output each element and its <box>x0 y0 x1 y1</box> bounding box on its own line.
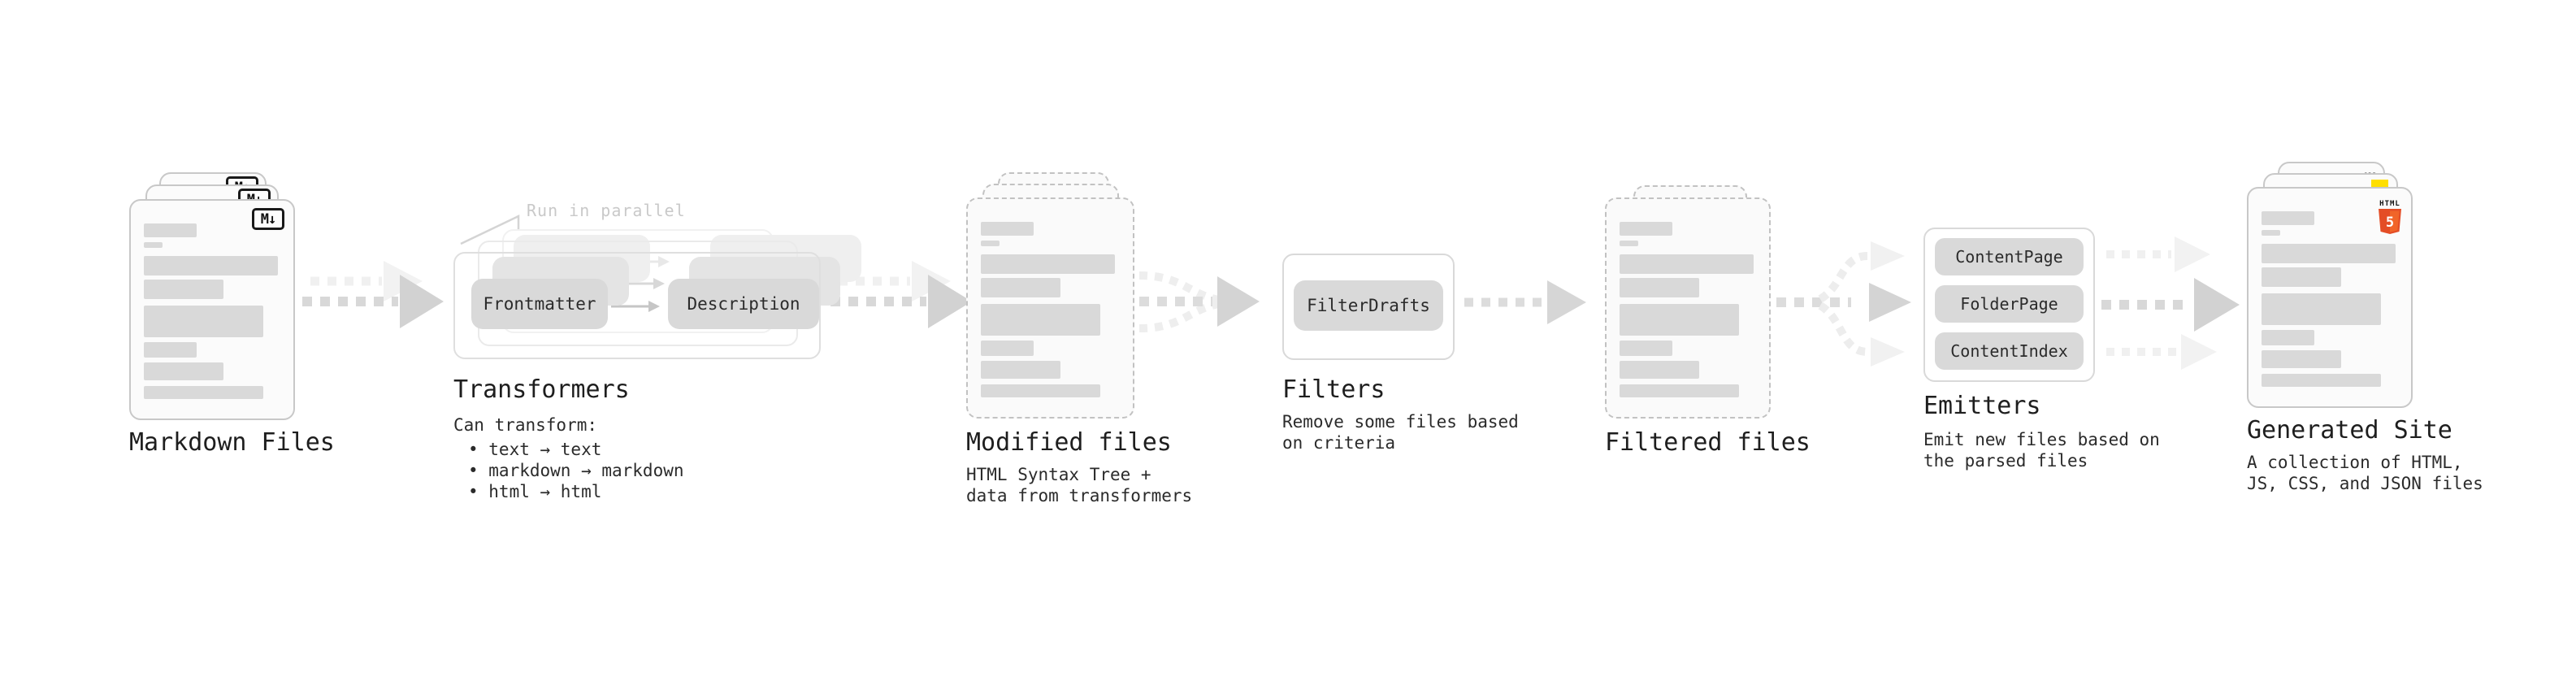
transformer-node-frontmatter: Frontmatter <box>471 279 608 329</box>
modified-files-subtitle-line1: HTML Syntax Tree + <box>966 465 1151 484</box>
content-placeholder-bar <box>2262 230 2280 236</box>
arrow-markdown-to-transformers <box>302 261 444 328</box>
filter-node-filterdrafts: FilterDrafts <box>1294 280 1443 331</box>
transformers-bullet: • markdown → markdown <box>468 461 684 480</box>
content-placeholder-bar <box>2262 374 2381 387</box>
content-placeholder-bar <box>2262 244 2396 263</box>
content-placeholder-bar <box>144 242 163 248</box>
transformer-node-description: Description <box>668 279 819 329</box>
stage-label-generated-site: Generated Site <box>2247 416 2452 445</box>
svg-text:5: 5 <box>2386 215 2394 231</box>
modified-file-card <box>966 197 1134 419</box>
content-placeholder-bar <box>981 222 1034 236</box>
transformers-intro: Can transform: <box>453 415 598 435</box>
emitter-node-contentindex: ContentIndex <box>1935 332 2084 370</box>
arrow-filtered-to-emitters-diverge <box>1776 241 1911 367</box>
content-placeholder-bar <box>981 254 1115 274</box>
content-placeholder-bar <box>1620 222 1672 236</box>
transformers-bullet: • text → text <box>468 440 602 459</box>
markdown-icon: M↓ <box>252 208 284 230</box>
stage-label-filters: Filters <box>1282 375 1386 404</box>
stage-label-emitters: Emitters <box>1923 392 2041 420</box>
content-placeholder-bar <box>2262 293 2381 325</box>
content-placeholder-bar <box>981 361 1060 379</box>
emitter-node-contentpage: ContentPage <box>1935 238 2084 275</box>
content-placeholder-bar <box>144 362 223 380</box>
filtered-file-card <box>1605 197 1771 419</box>
stage-label-transformers: Transformers <box>453 375 630 404</box>
run-in-parallel-annotation: Run in parallel <box>527 201 686 220</box>
content-placeholder-bar <box>144 280 223 299</box>
content-placeholder-bar <box>981 278 1060 297</box>
content-placeholder-bar <box>1620 340 1672 356</box>
content-placeholder-bar <box>981 241 1000 246</box>
content-placeholder-bar <box>144 256 278 275</box>
content-placeholder-bar <box>1620 278 1699 297</box>
content-placeholder-bar <box>2262 267 2341 287</box>
content-placeholder-bar <box>2262 211 2314 225</box>
content-placeholder-bar <box>144 386 263 399</box>
html5-icon: HTML 5 <box>2378 193 2402 234</box>
emitters-subtitle-line2: the parsed files <box>1923 451 2088 471</box>
content-placeholder-bar <box>144 223 197 237</box>
stage-label-modified-files: Modified files <box>966 428 1172 457</box>
emitters-subtitle-line1: Emit new files based on <box>1923 430 2160 449</box>
emitter-node-folderpage: FolderPage <box>1935 285 2084 323</box>
content-placeholder-bar <box>2262 350 2341 368</box>
stage-label-filtered-files: Filtered files <box>1605 428 1811 457</box>
html5-shield: 5 <box>2379 209 2401 234</box>
content-placeholder-bar <box>2262 330 2314 345</box>
transformer-stack-box-front <box>453 252 821 359</box>
content-placeholder-bar <box>981 384 1100 397</box>
filters-subtitle-line1: Remove some files based <box>1282 412 1519 432</box>
content-placeholder-bar <box>144 306 263 337</box>
content-placeholder-bar <box>1620 304 1739 336</box>
modified-files-subtitle-line2: data from transformers <box>966 486 1193 505</box>
content-placeholder-bar <box>1620 384 1739 397</box>
filters-subtitle-line2: on criteria <box>1282 433 1396 453</box>
content-placeholder-bar <box>981 340 1034 356</box>
content-placeholder-bar <box>1620 254 1754 274</box>
html5-icon-label: HTML <box>2379 200 2400 208</box>
markdown-file-card: M↓ <box>129 199 295 420</box>
arrow-modified-to-filters-converge <box>1138 271 1260 332</box>
transformers-bullet: • html → html <box>468 482 602 501</box>
content-placeholder-bar <box>144 342 197 358</box>
content-placeholder-bar <box>981 304 1100 336</box>
generated-site-card: HTML 5 <box>2247 187 2413 408</box>
content-placeholder-bar <box>1620 241 1638 246</box>
generated-site-subtitle-line2: JS, CSS, and JSON files <box>2247 474 2483 493</box>
generated-site-subtitle-line1: A collection of HTML, <box>2247 453 2463 472</box>
arrow-emitters-to-generated <box>2101 236 2240 370</box>
stage-label-markdown-files: Markdown Files <box>129 428 335 457</box>
content-placeholder-bar <box>1620 361 1699 379</box>
arrow-filters-to-filtered <box>1464 280 1586 324</box>
